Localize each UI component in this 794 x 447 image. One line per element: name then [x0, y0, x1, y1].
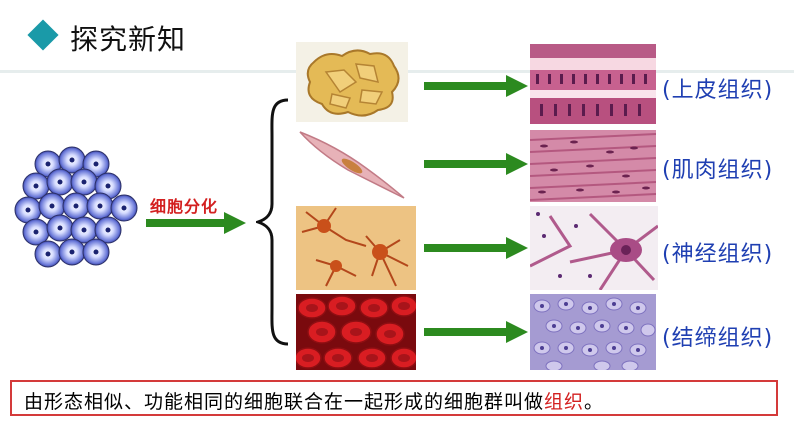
epithelial-cells-image — [296, 42, 408, 122]
definition-text: 由形态相似、功能相同的细胞联合在一起形成的细胞群叫做组织。 — [24, 387, 604, 414]
arrow-nerve-icon — [424, 237, 528, 259]
nerve-tissue-image — [530, 206, 658, 290]
page-title: 探究新知 — [70, 23, 187, 56]
blood-cells-image — [296, 294, 416, 370]
bracket-icon — [256, 98, 289, 346]
definition-body: 由形态相似、功能相同的细胞联合在一起形成的细胞群叫做 — [24, 391, 545, 413]
muscle-cell-image — [296, 126, 408, 202]
arrow-connective-icon — [424, 321, 528, 343]
differentiation-arrow-icon — [146, 212, 246, 234]
definition-keyword: 组织 — [544, 391, 585, 413]
label-muscle: (肌肉组织) — [662, 158, 774, 183]
label-connective: (结缔组织) — [662, 326, 774, 351]
muscle-tissue-image — [530, 130, 656, 202]
label-epithelial: (上皮组织) — [662, 78, 774, 103]
connective-tissue-image — [530, 294, 656, 370]
label-nerve: (神经组织) — [662, 242, 774, 267]
definition-end: 。 — [584, 391, 605, 413]
differentiation-label: 细胞分化 — [150, 197, 219, 216]
cell-cluster-image — [14, 146, 138, 268]
arrow-muscle-icon — [424, 153, 528, 175]
epithelial-tissue-image — [530, 44, 656, 124]
definition-box: 由形态相似、功能相同的细胞联合在一起形成的细胞群叫做组织。 — [10, 380, 778, 416]
arrow-epithelial-icon — [424, 75, 528, 97]
nerve-cells-image — [296, 206, 416, 290]
